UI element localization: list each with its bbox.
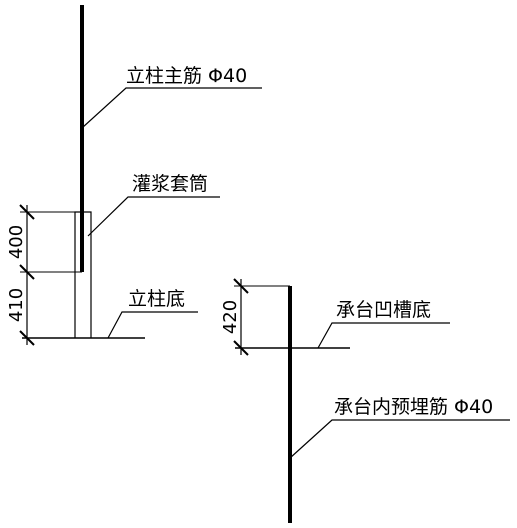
label-column-main-rebar: 立柱主筋 Φ40 <box>126 65 247 87</box>
dim-groove-depth: 420 <box>220 300 241 334</box>
leader-cap-groove-bottom <box>317 322 450 349</box>
label-grout-sleeve: 灌浆套筒 <box>132 173 208 195</box>
leader-grout-sleeve <box>87 196 220 237</box>
label-cap-groove-bottom: 承台凹槽底 <box>336 299 431 321</box>
leader-column-main-rebar <box>81 87 262 129</box>
tick-sleeve-top <box>19 204 35 220</box>
grout-sleeve-outline <box>74 211 92 338</box>
tick-groove-top <box>233 278 249 294</box>
tick-sleeve-mid <box>19 264 35 280</box>
label-cap-embedded-rebar: 承台内预埋筋 Φ40 <box>334 396 493 418</box>
dim-column-offset: 410 <box>6 288 27 322</box>
tick-column-bottom <box>19 330 35 346</box>
leader-cap-embedded-rebar <box>289 419 510 459</box>
leader-column-bottom <box>107 311 198 339</box>
tick-groove-bottom <box>233 340 249 356</box>
label-column-bottom: 立柱底 <box>128 288 185 310</box>
dim-sleeve-length: 400 <box>6 225 27 259</box>
